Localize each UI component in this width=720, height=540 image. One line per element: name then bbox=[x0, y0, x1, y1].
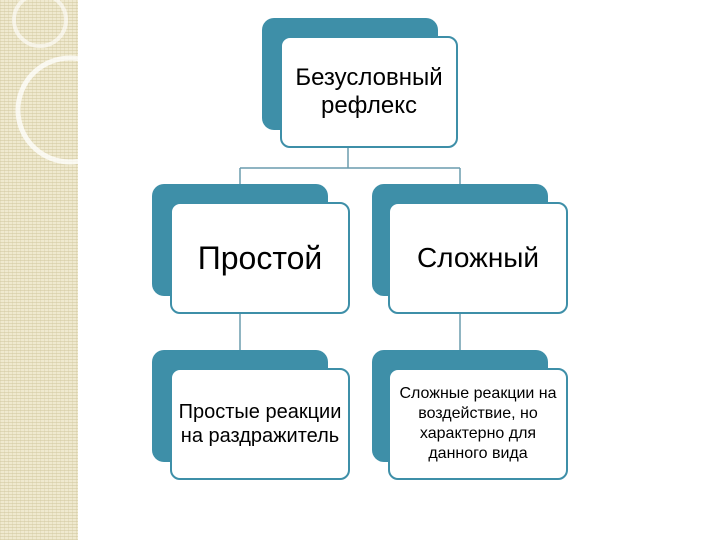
node-label-complex: Сложный bbox=[417, 242, 539, 274]
node-label-complex-description: Сложные реакции на воздействие, но харак… bbox=[396, 384, 560, 464]
node-box: Сложные реакции на воздействие, но харак… bbox=[388, 368, 568, 480]
node-box: Простые реакции на раздражитель bbox=[170, 368, 350, 480]
node-label-simple-description: Простые реакции на раздражитель bbox=[176, 400, 344, 448]
node-box: Сложный bbox=[388, 202, 568, 314]
node-label-simple: Простой bbox=[198, 240, 323, 277]
node-box: Простой bbox=[170, 202, 350, 314]
node-box: Безусловный рефлекс bbox=[280, 36, 458, 148]
node-label-root: Безусловный рефлекс bbox=[290, 64, 448, 120]
